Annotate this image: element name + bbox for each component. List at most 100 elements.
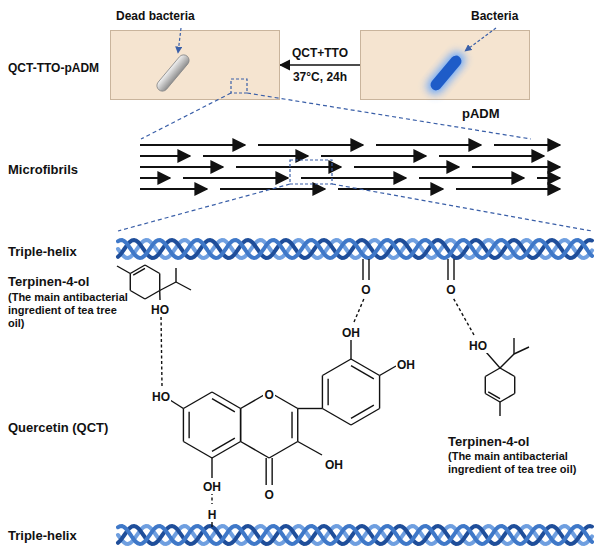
zoom-line bbox=[141, 93, 231, 139]
chemical-bond bbox=[159, 274, 160, 291]
microfibril-arrow bbox=[140, 144, 245, 146]
chemical-bond bbox=[486, 352, 500, 368]
microfibril-arrow bbox=[537, 177, 560, 179]
microfibril-arrow bbox=[321, 155, 426, 157]
chemical-bond bbox=[159, 291, 161, 301]
chemical-bond bbox=[183, 442, 212, 459]
chemical-bond bbox=[160, 282, 176, 291]
chemical-bond bbox=[212, 392, 241, 409]
chemical-bond bbox=[183, 392, 212, 409]
bacterium bbox=[428, 53, 463, 92]
chemical-bond bbox=[212, 399, 235, 412]
atom-label: O bbox=[445, 283, 456, 297]
zoom-line bbox=[118, 184, 290, 231]
chemical-bond bbox=[488, 392, 500, 399]
chemical-bond bbox=[500, 368, 515, 377]
chemical-bond bbox=[145, 265, 160, 274]
chemical-bond bbox=[379, 376, 380, 409]
microfibril-arrow bbox=[301, 177, 406, 179]
chemical-bond bbox=[380, 366, 396, 376]
chemical-bond bbox=[362, 259, 363, 280]
compound-note: (The main antibacterial ingredient of te… bbox=[448, 450, 598, 476]
chemical-bond bbox=[130, 291, 145, 300]
chemical-bond bbox=[183, 409, 184, 442]
chemical-bond bbox=[240, 409, 241, 442]
microfibril-arrows bbox=[140, 145, 560, 189]
chemical-bond bbox=[322, 359, 351, 376]
chemical-bond bbox=[211, 458, 212, 478]
chemical-bond bbox=[368, 259, 369, 280]
chemical-bond bbox=[240, 409, 241, 442]
chemical-bond bbox=[485, 377, 486, 394]
chemical-bond bbox=[298, 408, 323, 409]
triple-helix bbox=[118, 526, 592, 544]
chemical-bond bbox=[212, 438, 235, 451]
chemical-bond bbox=[351, 359, 380, 376]
helix-strand bbox=[118, 526, 592, 544]
microfibril-arrow bbox=[472, 166, 560, 168]
microfibril-arrow bbox=[220, 188, 325, 190]
zoom-line bbox=[332, 184, 592, 231]
chemical-bond bbox=[145, 291, 160, 300]
microfibril-arrow bbox=[494, 144, 560, 146]
chemical-bond bbox=[265, 458, 266, 485]
atom-label: O bbox=[263, 388, 274, 402]
chemical-bond bbox=[327, 379, 328, 405]
microfibril-arrow bbox=[183, 177, 288, 179]
chemical-bond bbox=[291, 412, 292, 438]
helix-strand bbox=[118, 526, 592, 544]
zoom-box bbox=[231, 79, 247, 93]
zoom-box bbox=[290, 160, 332, 184]
compound-name: Terpinen-4-ol bbox=[8, 274, 89, 289]
chemical-bond bbox=[351, 366, 374, 379]
microfibril-arrow bbox=[236, 166, 341, 168]
helix-strand bbox=[118, 240, 592, 258]
helix-strand bbox=[118, 526, 592, 544]
hydrogen-bond bbox=[451, 294, 474, 335]
chemical-bond bbox=[500, 354, 514, 368]
process-arrow bbox=[280, 64, 360, 66]
hydrogen-bond bbox=[161, 314, 162, 386]
bacterium-glow bbox=[424, 49, 468, 98]
microfibril-arrow bbox=[140, 155, 190, 157]
atom-label: OH bbox=[202, 480, 222, 494]
molecule-structures bbox=[117, 259, 529, 527]
level-label: Triple-helix bbox=[8, 528, 77, 543]
bacterium-art bbox=[361, 31, 531, 101]
microfibril-arrow bbox=[140, 188, 207, 190]
atom-label: HO bbox=[468, 339, 488, 353]
microfibril-arrow bbox=[419, 177, 524, 179]
leader-line bbox=[465, 28, 496, 51]
chemical-bond bbox=[188, 412, 189, 438]
chemical-bond bbox=[298, 442, 322, 456]
atom-label: HO bbox=[150, 303, 170, 317]
chemical-bond bbox=[485, 368, 500, 377]
chemical-bond bbox=[514, 377, 515, 394]
chemical-bond bbox=[176, 282, 191, 290]
chemical-bond bbox=[499, 402, 500, 416]
panel-heading: Bacteria bbox=[471, 9, 518, 23]
chemical-bond bbox=[351, 409, 380, 426]
chemical-bond bbox=[130, 274, 131, 291]
dead-bacterium-art bbox=[111, 31, 281, 101]
sample-panel: Dead bacteria bbox=[110, 30, 280, 100]
chemical-bond bbox=[175, 268, 176, 282]
microfibril-arrow bbox=[439, 155, 544, 157]
atom-label: O bbox=[263, 488, 274, 502]
level-label: Microfibrils bbox=[8, 162, 78, 177]
atom-label: H bbox=[207, 508, 218, 522]
compound-note: (The main antibacterial ingredient of te… bbox=[8, 291, 133, 330]
hydrogen-bond bbox=[354, 294, 366, 322]
microfibril-arrow bbox=[258, 144, 363, 146]
chemical-bond bbox=[350, 337, 351, 359]
microfibril-arrow bbox=[140, 177, 170, 179]
chemical-bond bbox=[322, 376, 323, 409]
chemical-bond bbox=[500, 394, 515, 403]
atom-label: OH bbox=[396, 358, 416, 372]
microfibril-arrow bbox=[354, 166, 459, 168]
helix-strand bbox=[118, 240, 592, 258]
atom-label: O bbox=[360, 283, 371, 297]
atom-label: OH bbox=[341, 326, 361, 340]
chemical-bond bbox=[117, 266, 130, 274]
level-label: Triple-helix bbox=[8, 244, 77, 259]
